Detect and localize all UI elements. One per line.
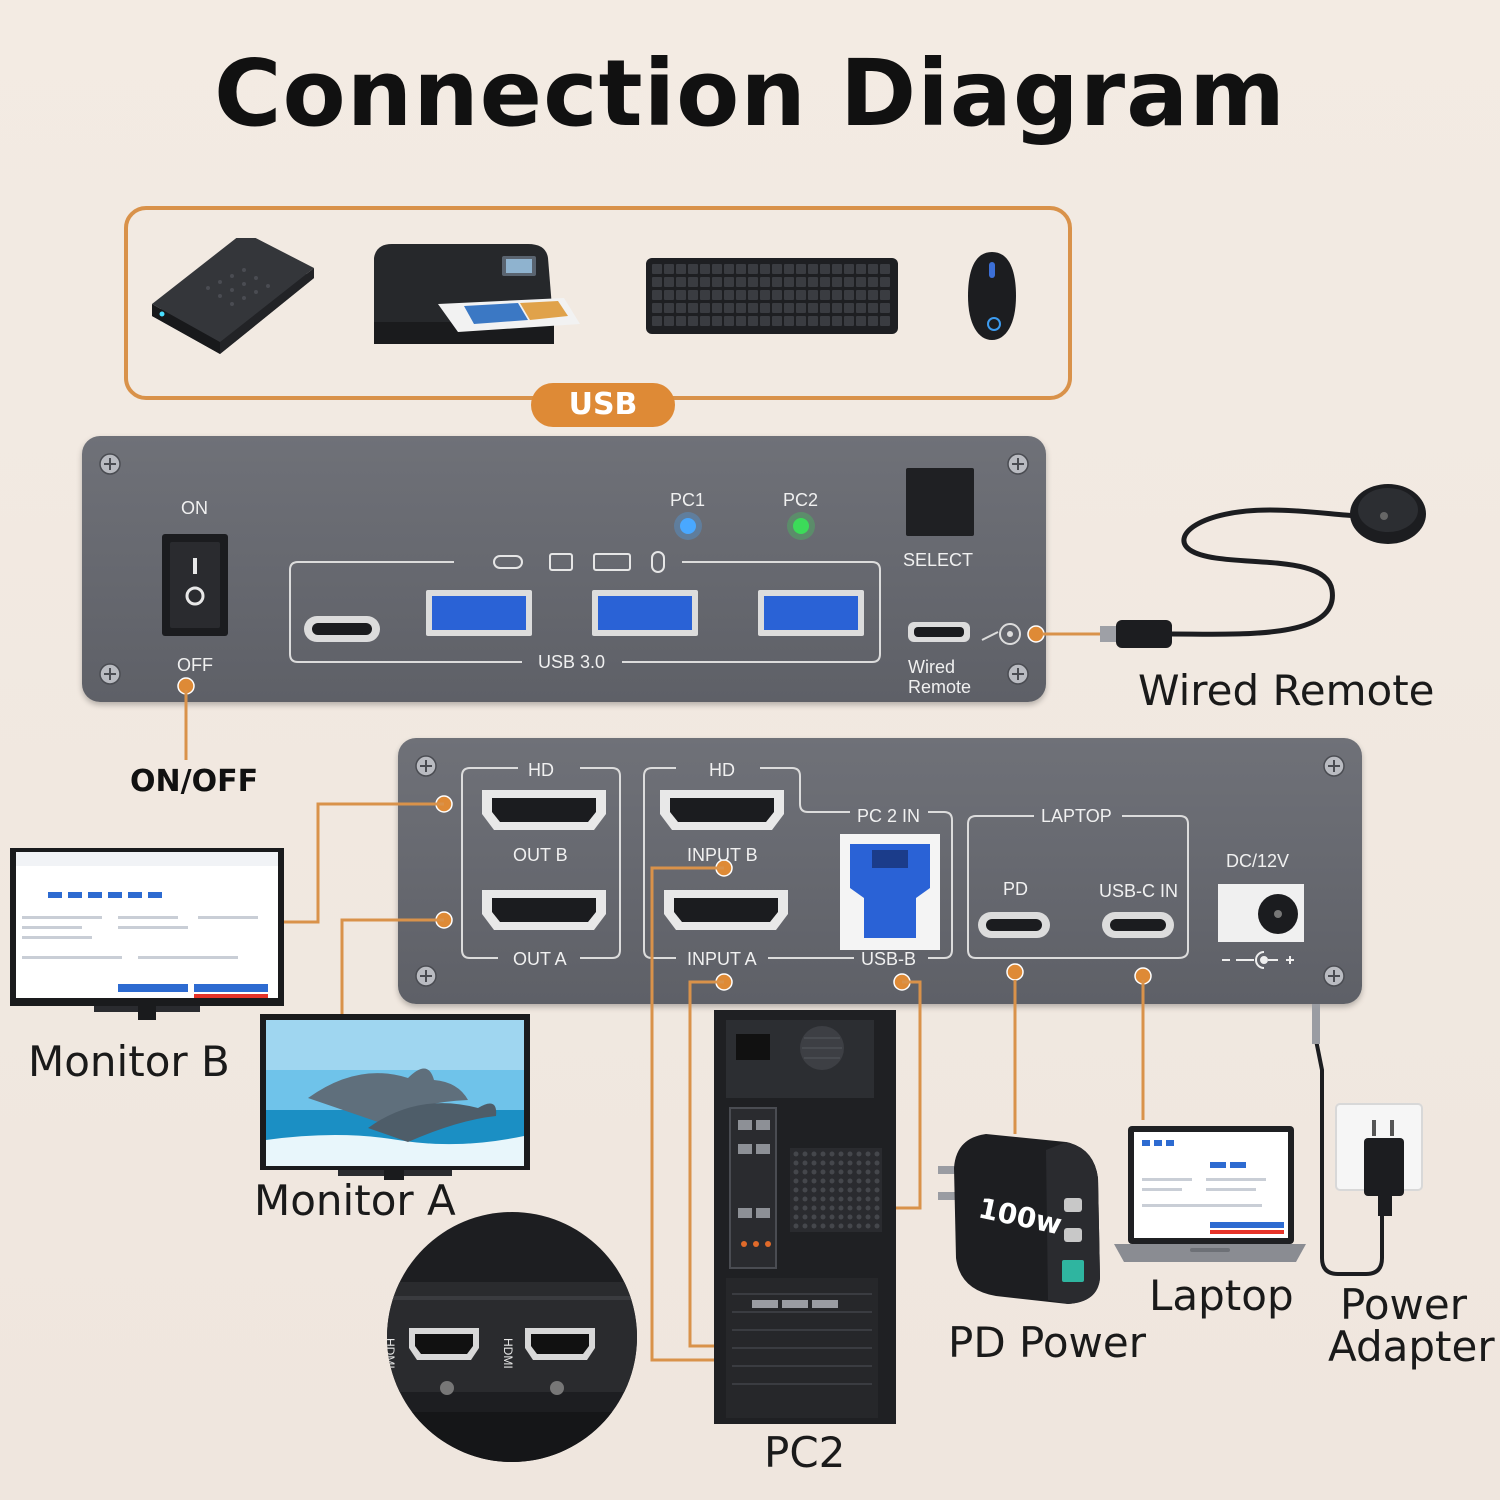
keyboard-icon	[646, 258, 898, 334]
power-adapter-icon	[1335, 1103, 1423, 1216]
mouse-icon	[968, 252, 1016, 340]
monitor-b-icon	[10, 848, 284, 1020]
wired-remote-caption: Wired Remote	[1138, 666, 1435, 715]
usb30-label: USB 3.0	[538, 652, 606, 672]
off-label: OFF	[177, 655, 213, 675]
input-a-label: INPUT A	[687, 949, 757, 969]
hd-label-2: HD	[709, 760, 735, 780]
pd-charger-icon	[938, 1134, 1100, 1304]
monitor-a-icon	[260, 1014, 530, 1180]
laptop-caption: Laptop	[1149, 1271, 1294, 1320]
pc2-tower-icon	[714, 1010, 896, 1424]
on-off-callout-line	[184, 690, 188, 760]
hdmi-label-1: HDMI	[387, 1338, 397, 1369]
laptop-group-label: LAPTOP	[1041, 806, 1112, 826]
pd-port-label: PD	[1003, 879, 1029, 899]
monitor-a-caption: Monitor A	[254, 1176, 456, 1225]
laptop-icon	[1114, 1126, 1306, 1262]
hd-label-1: HD	[528, 760, 554, 780]
usbc-in-label: USB-C IN	[1099, 881, 1179, 901]
wired-remote-icon	[1042, 484, 1426, 648]
printer-icon	[374, 244, 580, 344]
pc2-caption: PC2	[764, 1428, 846, 1477]
dc-label: DC/12V	[1226, 851, 1290, 871]
input-b-label: INPUT B	[687, 845, 758, 865]
hdmi-port-out-a	[482, 890, 606, 930]
wired-remote-port-label-1: Wired	[908, 657, 956, 677]
out-b-label: OUT B	[513, 845, 568, 865]
front-panel-details	[99, 453, 1045, 695]
out-a-label: OUT A	[513, 949, 567, 969]
hdmi-zoom-inset: HDMI HDMI	[387, 1212, 637, 1462]
usb-b-label: USB-B	[861, 949, 917, 969]
screw-icon	[99, 453, 1029, 685]
back-panel-details	[415, 755, 1345, 991]
gpu-ports-icon	[387, 1282, 637, 1462]
select-button-label: SELECT	[903, 550, 974, 570]
pd-power-caption: PD Power	[948, 1318, 1147, 1367]
pc2-in-label: PC 2 IN	[857, 806, 921, 826]
hdmi-port-input-a	[664, 890, 788, 930]
diagram-title: Connection Diagram	[213, 40, 1287, 147]
power-adapter-caption-line1: Power	[1340, 1280, 1467, 1329]
wired-remote-port-label-2: Remote	[908, 677, 972, 697]
pc2-led-label: PC2	[783, 490, 819, 510]
on-label: ON	[181, 498, 208, 518]
pc1-led-label: PC1	[670, 490, 706, 510]
monitor-b-caption: Monitor B	[28, 1037, 230, 1086]
power-adapter-caption-line2: Adapter	[1328, 1322, 1495, 1371]
hdmi-label-2: HDMI	[501, 1338, 515, 1369]
external-hdd-icon	[152, 238, 314, 354]
hdmi-port-out-b	[482, 790, 606, 830]
usb-label-pill: USB	[531, 383, 675, 427]
hdmi-port-input-b	[660, 790, 784, 830]
on-off-caption: ON/OFF	[130, 764, 259, 799]
